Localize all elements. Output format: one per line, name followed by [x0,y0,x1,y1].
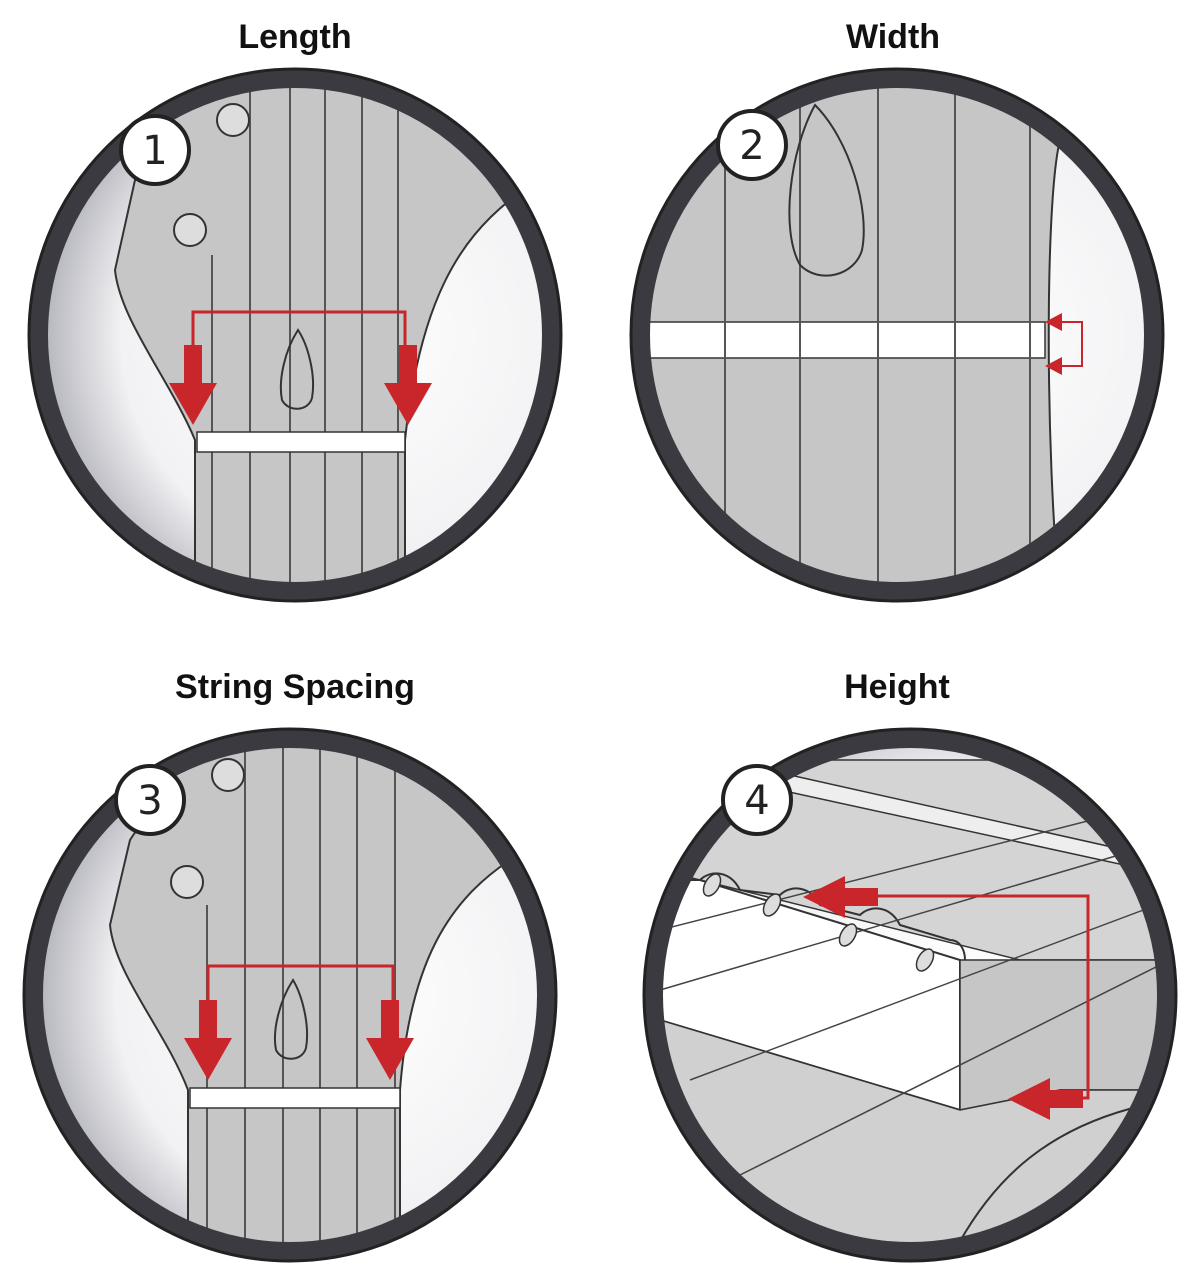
panel-title-width: Width [845,18,941,56]
step-number-1: 1 [142,128,167,174]
panel-title-height: Height [844,668,950,706]
step-number-2: 2 [739,123,764,169]
panel-string-spacing: 3 [22,727,558,1263]
step-badge-2 [716,109,788,181]
panel-title-length: Length [238,18,352,56]
step-number-3: 3 [137,778,162,824]
panel-length: 1 [27,67,563,603]
step-badge-4 [721,764,793,836]
panel-height: 4 [642,727,1178,1263]
step-badge-1 [119,114,191,186]
step-number-4: 4 [744,778,769,824]
step-badge-3 [114,764,186,836]
panel-title-string-spacing: String Spacing [175,668,415,706]
panel-width: 2 [629,67,1165,603]
